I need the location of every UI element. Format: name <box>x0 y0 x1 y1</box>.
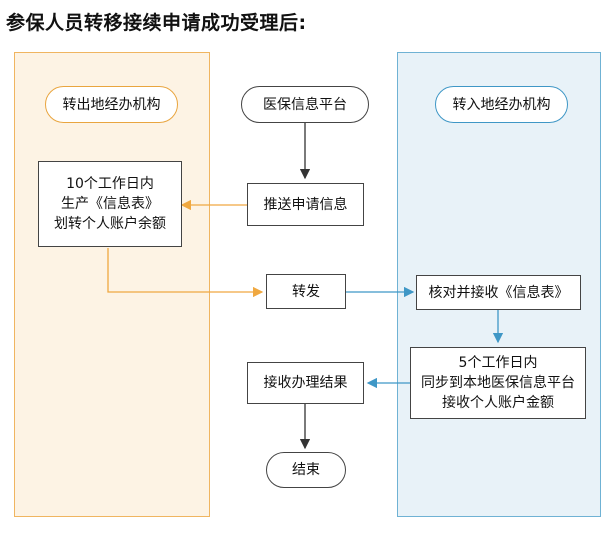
lane-header-transfer-in: 转入地经办机构 <box>435 86 568 123</box>
page-title: 参保人员转移接续申请成功受理后: <box>6 12 307 34</box>
node-sync: 5个工作日内 同步到本地医保信息平台 接收个人账户金额 <box>410 347 586 419</box>
sync-line-3: 接收个人账户金额 <box>442 395 554 411</box>
sync-line-2: 同步到本地医保信息平台 <box>421 375 575 391</box>
node-push-info: 推送申请信息 <box>247 183 364 226</box>
transfer-out-line-3: 划转个人账户余额 <box>54 216 166 232</box>
node-transfer-out: 10个工作日内 生产《信息表》 划转个人账户余额 <box>38 161 182 247</box>
node-platform: 医保信息平台 <box>241 86 369 123</box>
sync-line-1: 5个工作日内 <box>458 355 538 371</box>
transfer-out-line-1: 10个工作日内 <box>66 176 154 192</box>
node-end: 结束 <box>266 452 346 488</box>
transfer-out-line-2: 生产《信息表》 <box>61 196 159 212</box>
node-receive-result: 接收办理结果 <box>247 362 364 404</box>
lane-header-transfer-out: 转出地经办机构 <box>45 86 178 123</box>
node-forward: 转发 <box>266 274 346 309</box>
node-verify: 核对并接收《信息表》 <box>416 275 581 310</box>
